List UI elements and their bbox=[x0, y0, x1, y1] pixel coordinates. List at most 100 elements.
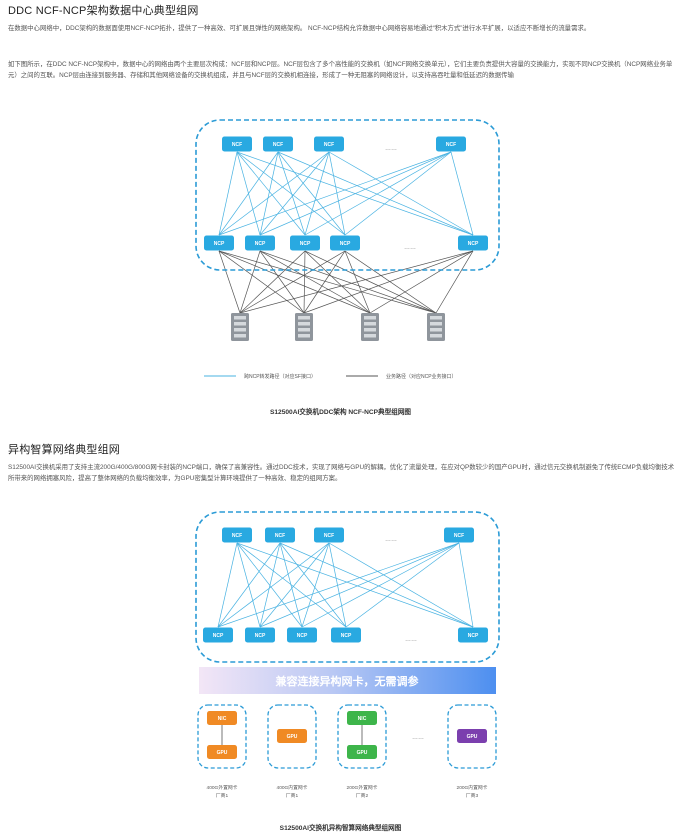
svg-text:NCF: NCF bbox=[454, 533, 464, 539]
section2-caption: S12500AI交换机异构智算网络典型组网图 bbox=[279, 825, 402, 832]
service-link bbox=[259, 250, 437, 314]
group-label-line2: 厂商3 bbox=[466, 792, 479, 799]
service-link bbox=[239, 250, 261, 314]
cross-link bbox=[259, 542, 330, 628]
cross-link bbox=[236, 542, 303, 628]
cross-link bbox=[218, 151, 238, 236]
ncp-node: NCP bbox=[458, 627, 488, 643]
ncp-node: NCP bbox=[290, 235, 320, 251]
svg-text:NCP: NCP bbox=[468, 241, 479, 247]
cross-link bbox=[301, 542, 330, 628]
cross-link bbox=[301, 542, 460, 628]
service-link bbox=[239, 250, 306, 314]
cross-link bbox=[259, 151, 279, 236]
section2-title: 异构智算网络典型组网 bbox=[8, 444, 120, 456]
cross-link bbox=[279, 542, 303, 628]
svg-text:NCF: NCF bbox=[232, 533, 242, 539]
service-link bbox=[369, 250, 474, 314]
service-link bbox=[259, 250, 371, 314]
ncf-node: NCF bbox=[265, 527, 295, 543]
cross-link bbox=[259, 151, 330, 236]
ncp-ellipsis: …… bbox=[405, 637, 417, 643]
ncp-node: NCP bbox=[245, 627, 275, 643]
cross-link bbox=[217, 542, 460, 628]
nic-chip: NIC bbox=[347, 711, 377, 725]
cross-link bbox=[259, 151, 452, 236]
group-label-line1: 200G外置网卡 bbox=[347, 784, 378, 791]
section1-title: DDC NCF-NCP架构数据中心典型组网 bbox=[8, 5, 199, 17]
service-link bbox=[344, 250, 437, 314]
cross-link bbox=[328, 542, 474, 628]
cross-link bbox=[236, 542, 474, 628]
svg-text:NCF: NCF bbox=[275, 533, 285, 539]
cross-link bbox=[458, 542, 474, 628]
cross-link bbox=[236, 151, 346, 236]
cross-link bbox=[344, 151, 452, 236]
svg-text:NCP: NCP bbox=[255, 241, 266, 247]
service-link bbox=[303, 250, 346, 314]
cross-link bbox=[450, 151, 474, 236]
service-link bbox=[218, 250, 437, 314]
compat-banner bbox=[199, 667, 496, 694]
ncp-node: NCP bbox=[203, 627, 233, 643]
svg-text:NCF: NCF bbox=[324, 142, 334, 148]
ncf-node: NCF bbox=[314, 136, 344, 152]
service-links bbox=[218, 250, 474, 314]
ncp-ellipsis: …… bbox=[404, 245, 416, 251]
svg-text:NCP: NCP bbox=[297, 633, 308, 639]
ncf-node: NCF bbox=[444, 527, 474, 543]
svg-text:NCF: NCF bbox=[324, 533, 334, 539]
svg-text:NCP: NCP bbox=[255, 633, 266, 639]
service-link bbox=[435, 250, 474, 314]
compat-banner-text: 兼容连接异构网卡，无需调参 bbox=[276, 674, 420, 688]
group-label-line2: 厂商1 bbox=[216, 792, 229, 799]
server-icon bbox=[231, 313, 249, 341]
service-link bbox=[218, 250, 371, 314]
gpu-chip: GPU bbox=[457, 729, 487, 743]
service-link bbox=[303, 250, 474, 314]
svg-text:NCF: NCF bbox=[446, 142, 456, 148]
service-link bbox=[239, 250, 346, 314]
ncf-node: NCF bbox=[222, 527, 252, 543]
ncp-node: NCP bbox=[287, 627, 317, 643]
service-link bbox=[304, 250, 371, 314]
svg-text:NIC: NIC bbox=[218, 716, 227, 722]
ncf-ellipsis: …… bbox=[385, 146, 397, 152]
gpu-chip: GPU bbox=[347, 745, 377, 759]
service-link bbox=[218, 250, 305, 314]
service-link bbox=[303, 250, 306, 314]
service-link bbox=[259, 250, 305, 314]
cross-link bbox=[218, 151, 452, 236]
ncp-node: NCP bbox=[330, 235, 360, 251]
section1-caption: S12500AI交换机DDC架构 NCF-NCP典型组网图 bbox=[269, 409, 412, 416]
gpu-chip: GPU bbox=[277, 729, 307, 743]
group-label-line1: 400G内置网卡 bbox=[277, 784, 308, 791]
cross-link bbox=[304, 151, 330, 236]
cross-link bbox=[236, 151, 306, 236]
cross-link bbox=[277, 151, 306, 236]
group-label-line1: 400G外置网卡 bbox=[207, 784, 238, 791]
legend-service-text: 业务路径（对应NCP业务接口） bbox=[386, 373, 457, 380]
cross-link bbox=[218, 151, 279, 236]
svg-text:NIC: NIC bbox=[358, 716, 367, 722]
ncp-node: NCP bbox=[245, 235, 275, 251]
cross-link bbox=[328, 151, 346, 236]
svg-text:GPU: GPU bbox=[217, 750, 228, 756]
section2-paragraph-1: S12500AI交换机采用了支持主流200G/400G/800G网卡封装的NCP… bbox=[8, 464, 675, 482]
cross-link bbox=[277, 151, 346, 236]
ncf-node: NCF bbox=[222, 136, 252, 152]
svg-text:GPU: GPU bbox=[467, 734, 478, 740]
cross-link bbox=[345, 542, 460, 628]
cross-link bbox=[217, 542, 238, 628]
cross-link bbox=[279, 542, 347, 628]
svg-text:NCF: NCF bbox=[232, 142, 242, 148]
group-label-line1: 200G内置网卡 bbox=[457, 784, 488, 791]
group-label-line2: 厂商1 bbox=[286, 792, 299, 799]
svg-text:NCP: NCP bbox=[300, 241, 311, 247]
group-label-line2: 厂商2 bbox=[356, 792, 369, 799]
svg-text:NCP: NCP bbox=[340, 241, 351, 247]
ncf-node: NCF bbox=[436, 136, 466, 152]
ncf-ellipsis: …… bbox=[385, 537, 397, 543]
